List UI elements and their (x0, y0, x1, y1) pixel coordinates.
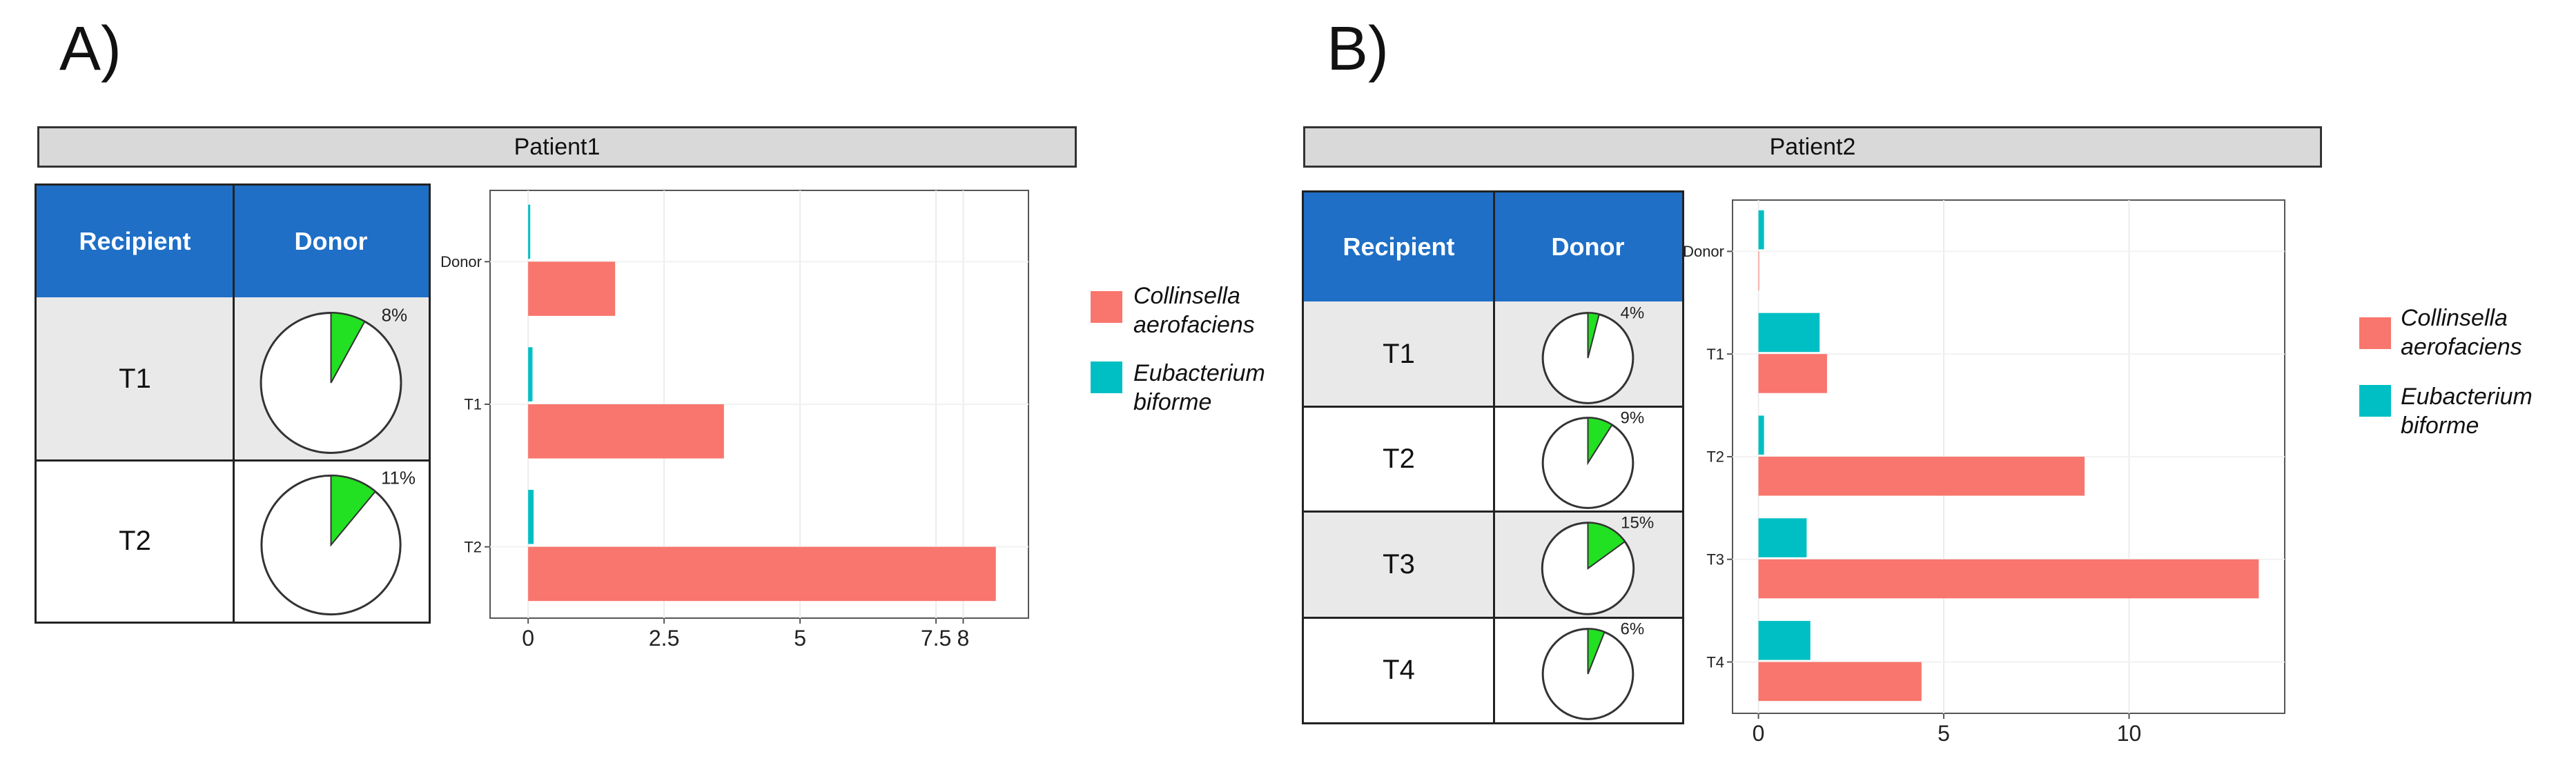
donor-share-slice (1587, 312, 1600, 359)
donor-header: Donor (1494, 192, 1682, 301)
recipient-cell: T1 (37, 297, 233, 460)
category-tick-label: T4 (1706, 653, 1724, 671)
donor-share-pie: 9% (1541, 408, 1645, 509)
legend-label-line1: Eubacterium (1133, 360, 1265, 386)
table-divider (1304, 406, 1682, 408)
x-tick-label: 5 (1938, 721, 1950, 746)
x-tick-label: 5 (794, 626, 806, 651)
donor-cell: 9% (1494, 406, 1682, 511)
recipient-cell: T4 (1304, 617, 1494, 722)
donor-share-pie: 11% (260, 467, 416, 616)
recipient-header: Recipient (37, 186, 233, 297)
donor-share-pie: 6% (1541, 620, 1645, 720)
x-tick-label: 0 (1753, 721, 1765, 746)
legend-label-line1: Collinsella (1133, 283, 1240, 309)
legend-label-line2: biforme (1133, 389, 1212, 415)
bar-collinsella (1758, 354, 1827, 393)
bar-eubacterium (528, 204, 531, 259)
category-tick-label: T2 (464, 538, 482, 555)
panel-b-label: B) (1327, 14, 1389, 83)
donor-share-pie: 15% (1541, 514, 1654, 615)
donor-share-slice (1587, 522, 1626, 570)
x-tick-label: 10 (2117, 721, 2142, 746)
donor-cell: 4% (1494, 301, 1682, 406)
category-tick-label: T2 (1706, 448, 1724, 466)
donor-share-slice (1587, 628, 1606, 675)
recipient-cell: T2 (37, 460, 233, 622)
collinsella-color-key (2359, 317, 2391, 349)
collinsella-color-key (1091, 291, 1122, 323)
donor-share-slice (330, 475, 377, 547)
eubacterium-color-key (2359, 385, 2391, 417)
donor-share-slice (330, 312, 366, 384)
patient2-table: Recipient Donor T1 4% T2 9% T3 15% T4 6% (1302, 190, 1684, 724)
bar-collinsella (1758, 457, 2085, 496)
donor-share-pie: 4% (1541, 304, 1645, 404)
bar-eubacterium (1758, 518, 1807, 557)
bar-eubacterium (528, 490, 534, 544)
bar-eubacterium (1758, 313, 1820, 353)
donor-share-slice (1587, 417, 1613, 466)
category-tick-label: Donor (1683, 243, 1724, 260)
bar-collinsella (528, 261, 616, 316)
pie-percent-label: 11% (381, 467, 416, 488)
bar-eubacterium (528, 347, 533, 402)
pie-percent-label: 8% (382, 305, 408, 326)
donor-cell: 15% (1494, 511, 1682, 617)
bar-eubacterium (1758, 210, 1764, 250)
donor-header: Donor (233, 186, 429, 297)
donor-cell: 6% (1494, 617, 1682, 722)
patient2-strip: Patient2 (1303, 126, 2322, 168)
bar-collinsella (1758, 662, 1922, 702)
donor-cell: 11% (233, 460, 429, 622)
pie-percent-label: 4% (1621, 304, 1645, 322)
x-tick-label: 8 (957, 626, 970, 651)
recipient-cell: T1 (1304, 301, 1494, 406)
pie-percent-label: 15% (1621, 514, 1654, 533)
recipient-header: Recipient (1304, 192, 1494, 301)
category-tick-label: Donor (440, 253, 482, 270)
pie-percent-label: 9% (1621, 408, 1645, 427)
recipient-cell: T3 (1304, 511, 1494, 617)
x-tick-label: 2.5 (649, 626, 679, 651)
category-tick-label: T3 (1706, 551, 1724, 568)
legend-label-line1: Collinsella (2401, 305, 2508, 331)
eubacterium-color-key (1091, 361, 1122, 393)
table-divider (1304, 511, 1682, 513)
donor-cell: 8% (233, 297, 429, 460)
recipient-cell: T2 (1304, 406, 1494, 511)
category-tick-label: T1 (1706, 346, 1724, 363)
donor-share-pie: 8% (260, 305, 408, 454)
x-tick-label: 7.5 (921, 626, 951, 651)
patient1-table: Recipient Donor T1 8% T2 11% (35, 184, 431, 624)
legend-label-line2: biforme (2401, 413, 2479, 439)
pie-percent-label: 6% (1621, 620, 1645, 638)
patient1-strip: Patient1 (37, 126, 1077, 168)
bar-collinsella (1758, 559, 2259, 599)
category-tick-label: T1 (464, 396, 482, 413)
table-divider (233, 186, 235, 622)
bar-collinsella (528, 404, 724, 459)
table-divider (1304, 617, 1682, 619)
legend-label-line2: aerofaciens (2401, 334, 2522, 360)
bar-eubacterium (1758, 621, 1811, 660)
legend-label-line1: Eubacterium (2401, 384, 2533, 410)
x-tick-label: 0 (522, 626, 534, 651)
bar-collinsella (528, 546, 996, 602)
table-divider (37, 459, 429, 462)
bar-eubacterium (1758, 415, 1764, 455)
panel-a-label: A) (59, 14, 121, 83)
legend-label-line2: aerofaciens (1133, 312, 1255, 338)
table-divider (1493, 192, 1495, 722)
